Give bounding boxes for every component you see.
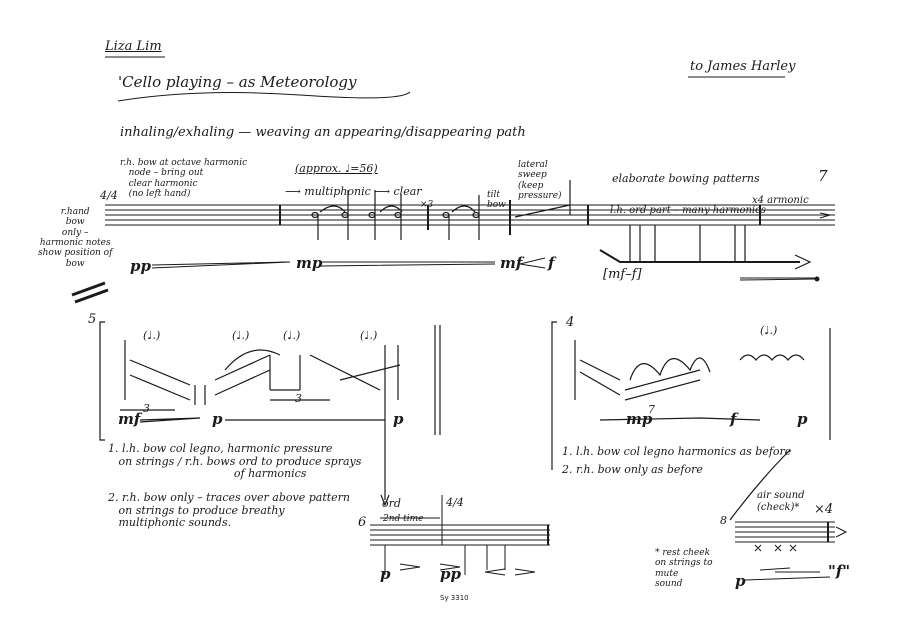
dynamic-p-6: p xyxy=(735,572,746,590)
dynamic-mf: mf xyxy=(500,254,523,272)
elaborate-bowing: elaborate bowing patterns xyxy=(612,172,760,185)
time-signature: 4/4 xyxy=(100,189,118,202)
ord-marking: ord xyxy=(382,497,401,510)
dynamic-pp: pp xyxy=(130,257,151,275)
staff-system-1 xyxy=(71,180,835,304)
tempo-marking: (approx. ♩=56) xyxy=(295,162,378,175)
x4-armonic: x4 armonic xyxy=(752,195,809,206)
dynamic-p-3: p xyxy=(393,410,404,428)
dynamic-bracket: [mf–f] xyxy=(603,267,642,282)
septuplet: 7 xyxy=(648,403,655,416)
dotted-quarter-2: (♩.) xyxy=(232,329,250,342)
staff-system-2-right xyxy=(551,321,831,521)
dynamic-mp-2: mp xyxy=(626,410,653,428)
bow-instruction: r.hand bow only – harmonic notes show po… xyxy=(38,207,113,269)
dynamic-f-2: f xyxy=(730,410,737,428)
section-number-5: 5 xyxy=(88,312,97,327)
header-underlines xyxy=(105,56,785,102)
dynamic-f-quoted: "f" xyxy=(828,562,851,580)
section-number-6: 6 xyxy=(358,515,367,530)
instruction-left-2: 2. r.h. bow only – traces over above pat… xyxy=(108,491,351,530)
multiphonic-marking: ⟶ multiphonic ⟶ clear xyxy=(285,185,422,198)
dynamic-f: f xyxy=(548,254,555,272)
notes xyxy=(311,180,812,270)
lateral-sweep: lateral sweep (keep pressure) xyxy=(518,160,562,202)
instruction-right-2: 2. r.h. bow only as before xyxy=(562,463,703,476)
hairpins xyxy=(151,257,820,282)
lh-ord-part: l.h. ord part – many harmonics xyxy=(610,205,766,216)
subtitle: inhaling/exhaling — weaving an appearing… xyxy=(120,125,526,140)
triplet-2: 3 xyxy=(295,392,302,405)
dotted-quarter-3: (♩.) xyxy=(283,329,301,342)
tilt-bow: tilt bow xyxy=(487,190,506,211)
time-signature-2: 4/4 xyxy=(446,496,464,509)
dotted-quarter-5: (♩.) xyxy=(760,324,778,337)
dynamic-p-2: p xyxy=(212,410,223,428)
staff-system-2-left xyxy=(99,321,441,507)
dynamic-mf-2: mf xyxy=(118,410,141,428)
instruction-left-1: 1. l.h. bow col legno, harmonic pressure… xyxy=(108,442,362,481)
rest-7: 7 xyxy=(818,167,828,185)
triplet-1: 3 xyxy=(143,402,150,415)
staff-system-3 xyxy=(370,495,848,581)
dynamic-p-5: p xyxy=(380,565,391,583)
second-time: 2nd time xyxy=(383,514,424,524)
catalog-number: Sy 3310 xyxy=(440,594,469,602)
harmonic-instruction: r.h. bow at octave harmonic node – bring… xyxy=(120,158,248,200)
dedication: to James Harley xyxy=(690,59,796,74)
dotted-quarter-4: (♩.) xyxy=(360,329,378,342)
section-number-8: 8 xyxy=(720,514,727,527)
footnote-rest-cheek: * rest cheek on strings to mute sound xyxy=(655,548,713,590)
times-3: ×3 xyxy=(420,200,434,210)
times-4: ×4 xyxy=(814,502,834,517)
dynamic-pp-2: pp xyxy=(440,565,461,583)
piece-title: 'Cello playing – as Meteorology xyxy=(118,73,357,91)
air-sound: air sound (check)* xyxy=(757,490,805,513)
composer-name: Liza Lim xyxy=(105,39,162,54)
instruction-right-1: 1. l.h. bow col legno harmonics as befor… xyxy=(562,445,792,458)
section-number-4: 4 xyxy=(566,315,575,330)
dynamic-mp: mp xyxy=(296,254,323,272)
dynamic-p-4: p xyxy=(797,410,808,428)
dotted-quarter-1: (♩.) xyxy=(143,329,161,342)
